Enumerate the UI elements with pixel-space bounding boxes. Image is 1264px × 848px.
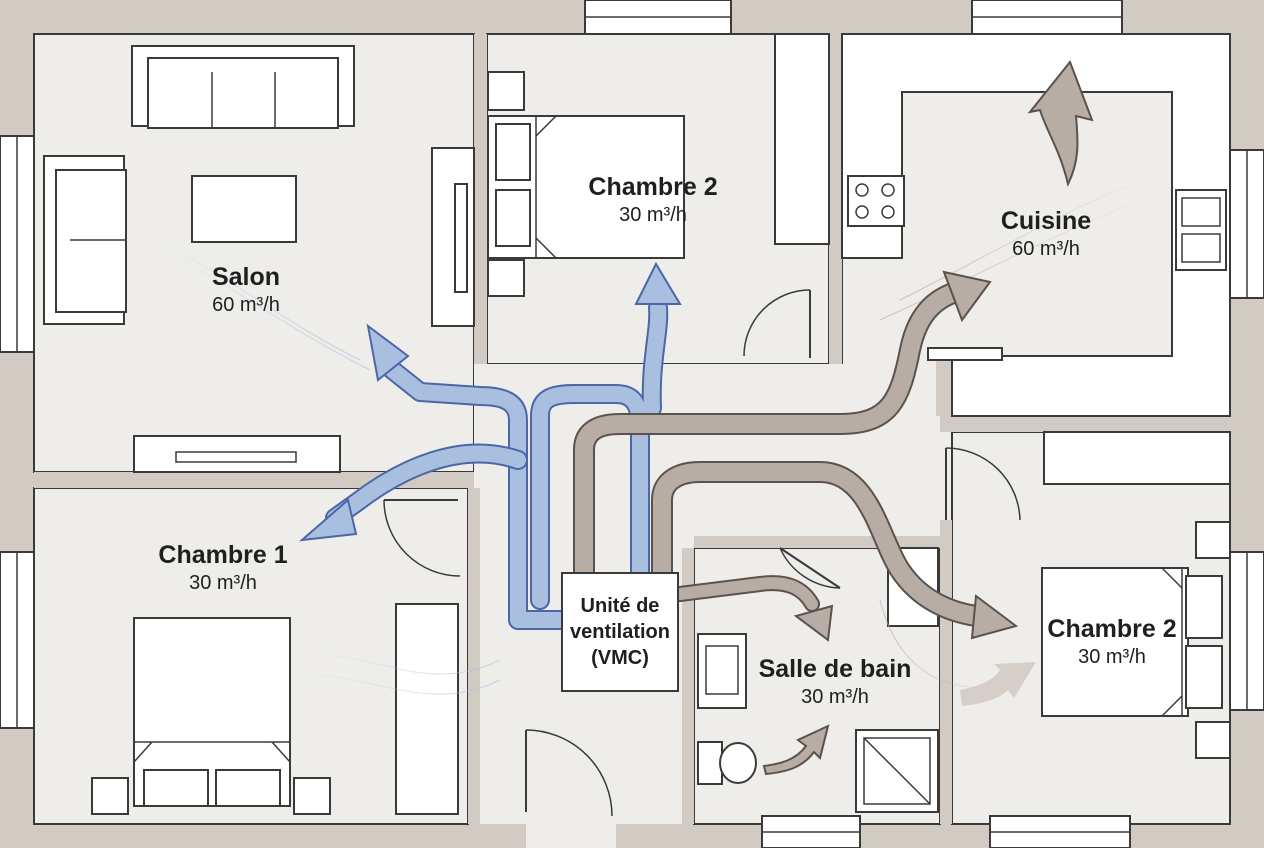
extract-arrow-cuisine-hood xyxy=(1027,60,1094,187)
room-rate-chambre2-right: 30 m³/h xyxy=(1078,646,1146,668)
label-chambre1: Chambre 1 30 m³/h xyxy=(138,540,308,596)
wall-ch2r-left xyxy=(940,520,952,824)
cuisine-furniture xyxy=(841,33,1231,417)
room-rate-salle-de-bain: 30 m³/h xyxy=(801,686,869,708)
salon-furniture xyxy=(43,45,475,473)
room-rate-chambre1: 30 m³/h xyxy=(189,572,257,594)
room-name-chambre1: Chambre 1 xyxy=(158,541,288,569)
wall-horizontal-mid xyxy=(34,472,474,488)
interior-doors xyxy=(383,289,1021,589)
chambre2-right-furniture xyxy=(1041,431,1231,759)
label-cuisine: Cuisine 60 m³/h xyxy=(976,206,1116,262)
wall-ch2r-top xyxy=(940,416,1230,432)
chambre2-top-furniture xyxy=(487,33,830,297)
label-chambre2-right: Chambre 2 30 m³/h xyxy=(1034,614,1190,670)
room-name-salon: Salon xyxy=(211,263,281,291)
label-salle-de-bain: Salle de bain 30 m³/h xyxy=(746,654,924,710)
wall-sdb-top xyxy=(694,536,940,548)
front-door xyxy=(525,729,616,848)
extract-ducts xyxy=(573,60,1094,776)
wall-ch1-right xyxy=(468,488,480,824)
wall-sdb-left xyxy=(682,548,694,824)
room-name-salle-de-bain: Salle de bain xyxy=(758,655,912,683)
extract-arrow-chambre2-right xyxy=(960,662,1036,706)
room-name-cuisine: Cuisine xyxy=(1000,207,1092,235)
room-rate-cuisine: 60 m³/h xyxy=(1012,238,1080,260)
room-rate-chambre2-top: 30 m³/h xyxy=(619,204,687,226)
label-chambre2-top: Chambre 2 30 m³/h xyxy=(568,172,738,228)
wall-cuisine-bottom xyxy=(936,356,952,416)
room-name-chambre2-right: Chambre 2 xyxy=(1047,615,1177,643)
label-salon: Salon 60 m³/h xyxy=(176,262,316,318)
ventilation-unit: Unité de ventilation (VMC) xyxy=(561,572,679,692)
chambre1-furniture xyxy=(91,603,459,815)
extract-arrow-wc xyxy=(762,724,830,776)
wall-salon-corridor xyxy=(474,34,487,364)
room-name-chambre2-top: Chambre 2 xyxy=(588,173,718,201)
room-rate-salon: 60 m³/h xyxy=(212,294,280,316)
wall-ch2-cuisine xyxy=(829,34,842,364)
